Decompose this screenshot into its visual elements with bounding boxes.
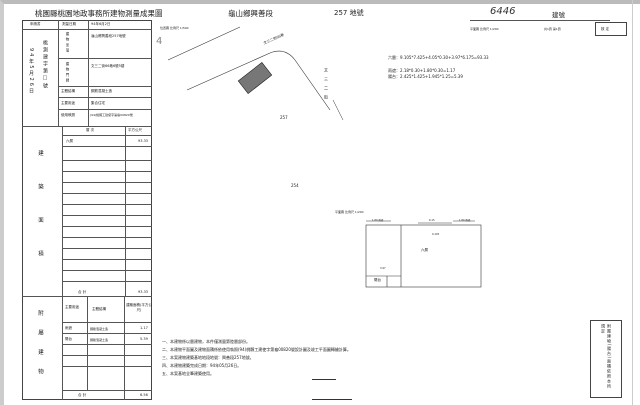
unit-header: 平方公尺 [128, 128, 142, 132]
survey-date: 94年6月2日 [91, 22, 111, 26]
north-mark: 4 [156, 36, 163, 47]
approve-box [595, 22, 627, 36]
floor-header: 層 次 [86, 128, 95, 132]
approve-label: 核 定 [601, 27, 610, 31]
dim-top: 6.15 [429, 219, 435, 222]
formula-rain-shelter: 雨遮：2.18*0.30+1.80*0.30=1.17 [388, 68, 456, 73]
structure: 鋼筋混凝土造 [91, 89, 112, 93]
lot-254: 254 [291, 183, 299, 188]
annex-area-header: 建築面積(平方公尺) [126, 303, 152, 312]
area-section-label: 建築面積 [37, 150, 43, 284]
annex-use: 陽台 [65, 337, 72, 341]
room-balcony: 陽台 [374, 278, 381, 282]
lot-number: 257 地號 [334, 9, 364, 17]
page-count: 共1頁 第1頁 [544, 27, 561, 31]
case-number: 桃測建字第□號 [42, 40, 48, 90]
note-3: 三、本案建物建築基地地段地號：興善段257地號。 [162, 355, 254, 360]
annex-use: 雨遮 [65, 326, 72, 330]
annex-struct: 鋼筋混凝土造 [90, 327, 109, 331]
building-number-label: 建號 [552, 11, 565, 19]
dim-rain-right: 1.80 雨遮 [459, 219, 471, 222]
annex-struct-header: 主體結構 [92, 307, 106, 311]
street-label: 文三二街 [324, 68, 329, 104]
permit: (94)桃縣工建使字第龜00820號 [90, 113, 133, 117]
annex-total: 6.56 [140, 393, 148, 397]
formula-balcony: 陽台：2.425*1.425+1.945*1.25=5.39 [388, 74, 463, 79]
building-footprint [237, 62, 273, 94]
lot-257: 257 [280, 115, 288, 120]
section-name: 龜山鄉興善段 [228, 9, 273, 18]
side-note: 附屬建物(陽台)面積依照本所規定 [601, 324, 612, 390]
location-label: 建物坐落 [66, 32, 70, 54]
plan-scale-label-top: 平面圖 比例尺 1/200 [470, 27, 499, 31]
receipt-date: 94年5月26日 [28, 48, 34, 95]
dim-rain-left: 1.80 雨遮 [372, 219, 384, 222]
annex-area: 5.39 [140, 337, 148, 341]
info-table [22, 20, 152, 400]
note-5: 五、本案基地全筆建築使用。 [162, 371, 214, 376]
total-label: 合 計 [78, 290, 87, 294]
side-note-box [590, 320, 622, 398]
annex-struct: 鋼筋混凝土造 [90, 338, 109, 342]
annex-section-label: 附屬建物 [37, 310, 43, 388]
total-area: 93.33 [138, 290, 149, 294]
address: 文三二街66巷6號5樓 [91, 64, 125, 68]
floor-plan [365, 220, 482, 288]
building-number: 6446 [490, 6, 516, 17]
plan-scale-label: 平面圖 比例尺 1/200 [335, 210, 364, 214]
location: 龜山鄉興善段257地號 [91, 34, 126, 38]
annex-total-label: 合 計 [78, 393, 87, 397]
annex-use-header: 主要用途 [65, 305, 79, 309]
doc-title: 桃園縣桃園地政事務所建物測量成果圖 [35, 9, 163, 18]
permit-label: 使用執照 [61, 113, 75, 117]
applicant-label: 申請書 [30, 22, 41, 26]
use: 集合住宅 [91, 101, 105, 105]
floor-area: 93.33 [138, 139, 149, 143]
survey-date-label: 測量日期 [62, 22, 76, 26]
floor-name: 六層 [66, 139, 73, 143]
structure-label: 主體結構 [61, 89, 75, 93]
address-label: 建物門牌 [66, 62, 70, 84]
use-label: 主要用途 [61, 101, 75, 105]
note-4: 四、本建物建築完成日期：94年05月26日。 [162, 363, 242, 368]
dim-bottom: 3.97 [380, 267, 386, 270]
room-main: 六層 [421, 248, 428, 252]
dim-width: 9.105 [432, 233, 440, 236]
location-map-label: 位置圖 比例尺 1/500 [160, 26, 189, 30]
note-2: 二、本建物平面圖及建物面積係依使用執照(94)桃縣工建使字第龜00820號設計圖… [162, 347, 351, 352]
annex-area: 1.17 [140, 326, 148, 330]
formula-floor: 六層：9.105*7.425+4.05*0.30+3.97*6.175=93.3… [388, 55, 489, 60]
note-1: 一、本建物係以層建物，本件僅測量第陸層部份。 [162, 339, 250, 344]
